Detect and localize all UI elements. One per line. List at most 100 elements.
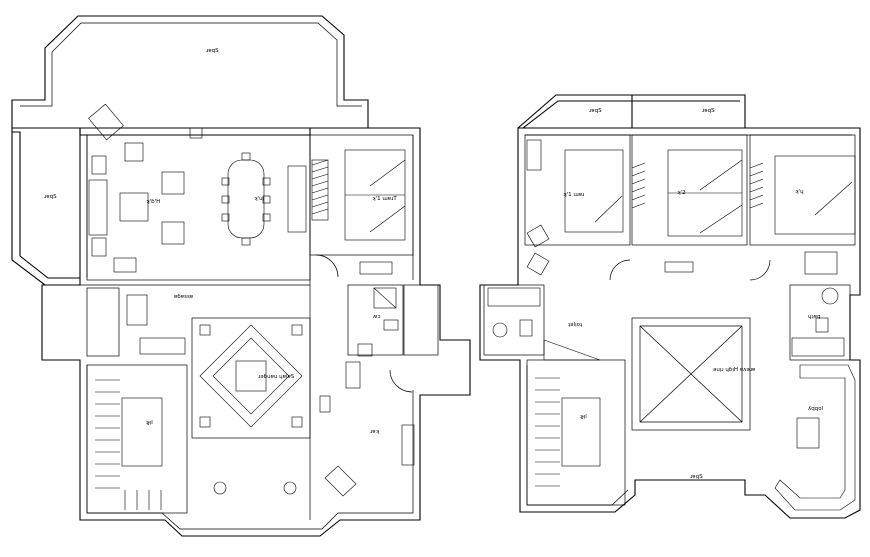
basin bbox=[492, 322, 508, 338]
label-passage: ɐɓɐssɐ bbox=[174, 294, 194, 300]
wc bbox=[347, 284, 404, 356]
label-void: ǝuᴉɹ ɥɓᴉH ɐʌǝɹɐ bbox=[713, 367, 756, 373]
door-swing bbox=[315, 254, 339, 278]
bench bbox=[126, 294, 148, 326]
store bbox=[86, 287, 120, 357]
chair bbox=[241, 237, 251, 246]
label-left-top-shade: ɹɐqS bbox=[206, 48, 219, 54]
column bbox=[199, 416, 211, 428]
room-labels: ɹɐqS ɹɐqS ʞ'ɓ'H ʞ'uᴉ ʞ'1 ɯɐɹT ɐɓɐssɐ ʍɔ … bbox=[44, 48, 824, 480]
bathroom-r1 bbox=[483, 284, 545, 356]
armchair bbox=[91, 237, 107, 257]
toilet bbox=[519, 319, 533, 337]
kitchen-counter bbox=[401, 424, 415, 466]
label-kitchen: ɹɐʞ bbox=[370, 429, 380, 435]
left-top-balcony-wall bbox=[11, 15, 369, 136]
double-bed bbox=[564, 149, 624, 233]
shower-drain bbox=[373, 287, 397, 309]
armchair bbox=[113, 257, 137, 273]
lobby-sofa bbox=[774, 364, 856, 511]
sofa bbox=[139, 337, 186, 355]
armchair bbox=[91, 155, 107, 175]
shower bbox=[373, 287, 397, 309]
chair bbox=[221, 213, 230, 222]
basin bbox=[357, 343, 373, 357]
ceiling-diamond bbox=[199, 324, 303, 428]
bed-covers bbox=[699, 159, 743, 234]
left-main-outer-wall bbox=[41, 127, 471, 537]
column bbox=[189, 127, 203, 139]
bed-cover bbox=[594, 195, 623, 223]
armchair bbox=[161, 171, 185, 195]
double-height-void bbox=[631, 317, 751, 431]
left-top-balcony-inner bbox=[20, 22, 362, 107]
door-swing bbox=[609, 259, 631, 281]
label-lift-left: ʇɟᴉl bbox=[146, 420, 153, 426]
stair-treads bbox=[95, 379, 162, 510]
left-side-balcony-wall bbox=[11, 128, 80, 286]
void-cross bbox=[639, 325, 743, 423]
bedroom-1 bbox=[309, 134, 414, 256]
label-shade-bottom-right: ɹɐqS bbox=[690, 474, 703, 480]
kitchen-sink bbox=[324, 465, 357, 497]
right-top-shades bbox=[517, 94, 746, 129]
column bbox=[199, 324, 211, 336]
label-entrance: ɹǝɓuɐu ɥɐlɐS bbox=[258, 374, 295, 380]
right-floor-plan bbox=[479, 94, 861, 519]
label-lift-right: ʇɟᴉl bbox=[580, 414, 587, 420]
right-wardrobes bbox=[631, 162, 764, 209]
chair bbox=[262, 213, 271, 222]
right-staircase bbox=[526, 359, 626, 506]
stair-flight bbox=[543, 339, 601, 361]
fridge bbox=[319, 395, 331, 413]
sofa-left bbox=[88, 179, 108, 236]
armchair bbox=[161, 221, 185, 245]
bedroom-1-wardrobe bbox=[311, 159, 329, 221]
column bbox=[291, 416, 303, 428]
dresser bbox=[359, 261, 393, 275]
chair bbox=[241, 152, 251, 161]
double-bed bbox=[774, 155, 856, 235]
right-main-outer-wall bbox=[479, 127, 861, 519]
chair bbox=[262, 195, 271, 204]
toilet bbox=[815, 317, 829, 333]
dresser bbox=[804, 251, 838, 275]
bed-covers bbox=[369, 159, 406, 233]
bathroom-r2 bbox=[789, 284, 851, 361]
label-wc: ʍɔ bbox=[373, 314, 381, 320]
kitchen-appliance bbox=[345, 361, 361, 389]
left-main-inner-wall bbox=[86, 135, 414, 530]
label-toilet-r1: ʇǝlᴉoʇ bbox=[568, 322, 583, 328]
armchair bbox=[526, 252, 550, 276]
sideboard bbox=[287, 165, 307, 233]
armchair bbox=[526, 224, 550, 248]
ceiling-diamond-inner bbox=[212, 337, 290, 415]
chair bbox=[221, 195, 230, 204]
duct bbox=[403, 284, 439, 356]
bathtub bbox=[487, 287, 541, 307]
bed-cover bbox=[814, 181, 853, 216]
label-bedroom-1: ʞ'1 ɯɐɹT bbox=[372, 196, 397, 202]
ceiling-center bbox=[235, 360, 267, 392]
left-staircase bbox=[86, 364, 188, 514]
toilet bbox=[383, 319, 399, 331]
label-dining: ʞ'uᴉ bbox=[254, 196, 265, 202]
basin bbox=[821, 287, 839, 305]
door-swing bbox=[389, 369, 413, 393]
planter bbox=[213, 481, 227, 495]
label-bedroom-r2: ʞ'2 bbox=[677, 190, 686, 196]
label-lobby: ʎqqol bbox=[808, 406, 824, 412]
desk bbox=[526, 139, 542, 171]
planter bbox=[283, 481, 297, 495]
chair bbox=[221, 177, 230, 186]
left-floor-plan bbox=[11, 15, 471, 537]
bathtub bbox=[791, 337, 845, 357]
entrance-hall bbox=[191, 317, 311, 439]
column bbox=[291, 324, 303, 336]
dresser bbox=[664, 261, 694, 273]
coffee-table bbox=[119, 192, 149, 222]
armchair bbox=[88, 103, 124, 141]
side-table bbox=[124, 142, 144, 162]
door-swing bbox=[749, 259, 771, 281]
